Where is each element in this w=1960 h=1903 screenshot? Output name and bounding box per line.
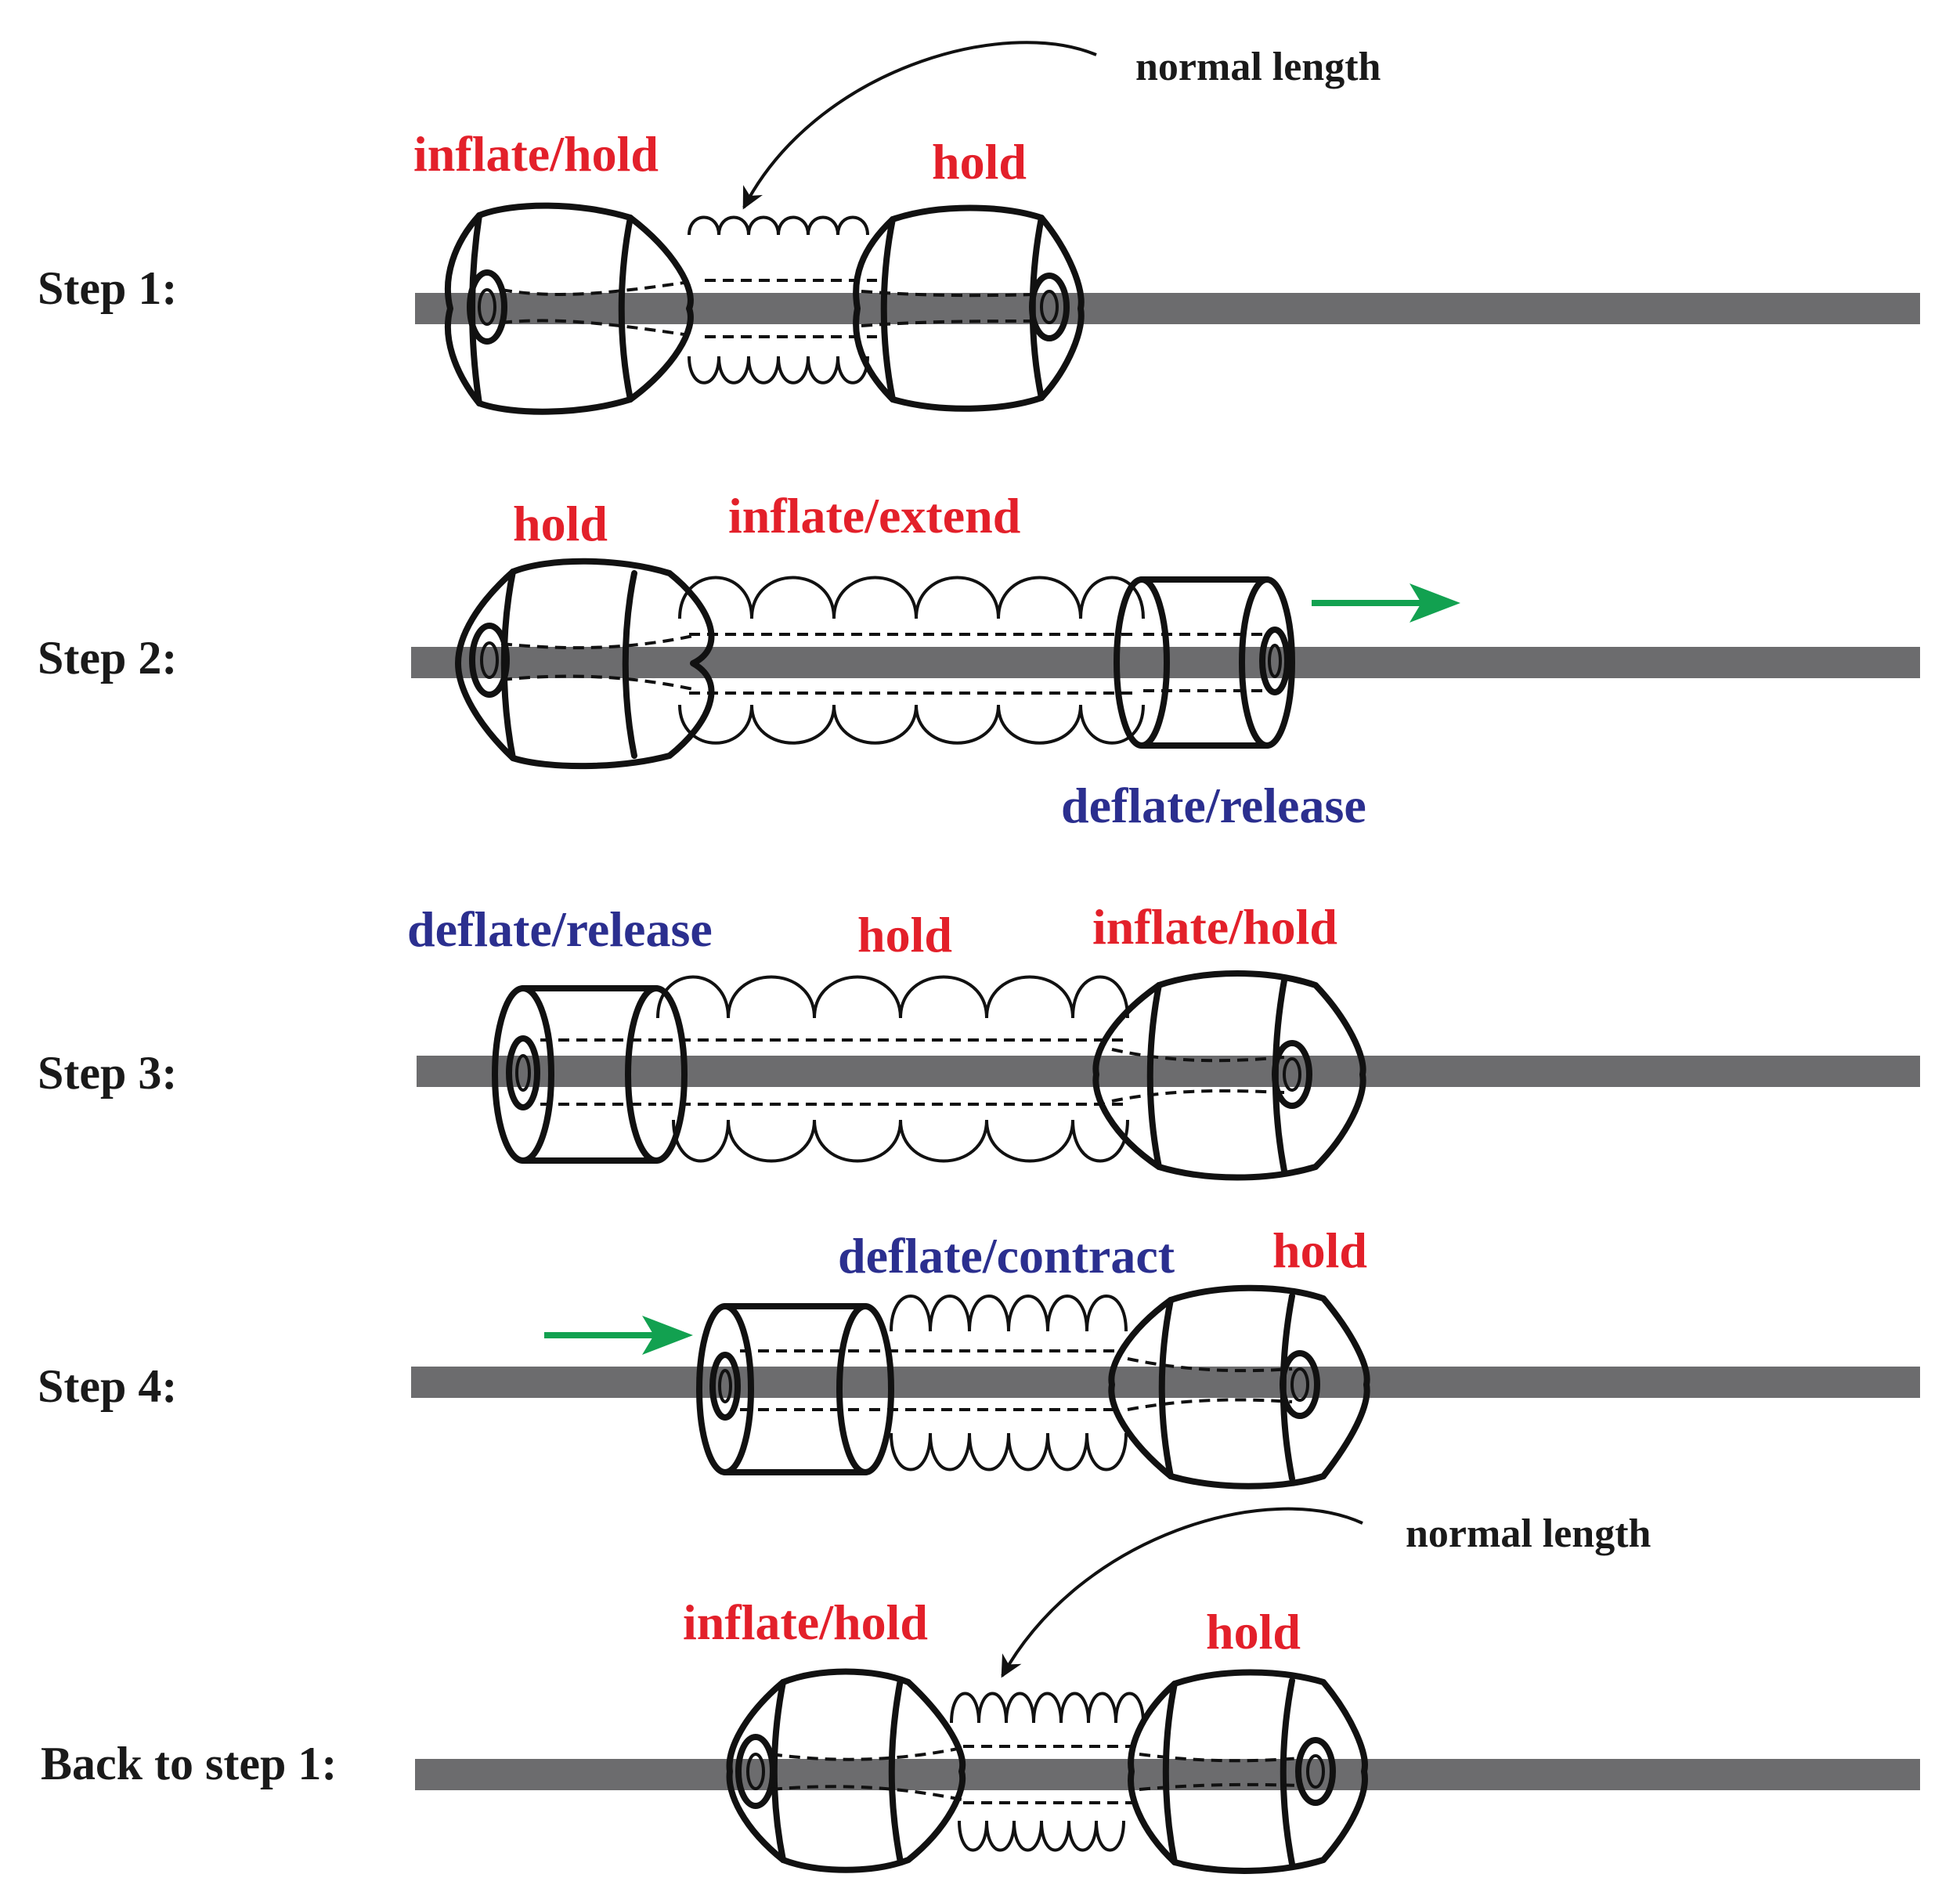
inflated-gripper-left: [455, 558, 715, 770]
step-1-annotation-hold: hold: [932, 134, 1027, 190]
robot-step-4: [696, 1284, 1370, 1490]
step-3-annotation-deflate-release: deflate/release: [407, 901, 713, 957]
step-2-annotation-hold: hold: [513, 496, 608, 551]
step-5-annotation-hold: hold: [1206, 1604, 1301, 1659]
step-1-row: Step 1:: [38, 41, 1920, 415]
step-3-annotation-hold: hold: [857, 907, 952, 962]
step-5-label: Back to step 1:: [41, 1738, 337, 1789]
motion-arrow-icon: [544, 1316, 693, 1355]
step-3-annotation-inflate-hold: inflate/hold: [1092, 899, 1337, 955]
bellows-normal: [950, 1692, 1145, 1852]
step-1-annotation-inflate-hold: inflate/hold: [413, 126, 659, 182]
step-5-annotation-inflate-hold: inflate/hold: [683, 1594, 928, 1650]
step-1-annotation-normal-length: normal length: [1135, 45, 1381, 89]
bellows-extended: [656, 975, 1129, 1163]
step-2-row: Step 2:: [38, 488, 1920, 833]
step-3-row: Step 3:: [38, 899, 1920, 1181]
robot-step-3: [492, 970, 1366, 1181]
step-2-annotation-deflate-release: deflate/release: [1061, 778, 1366, 833]
rod: [415, 293, 1920, 324]
bellows-extended: [678, 576, 1145, 745]
step-2-annotation-inflate-extend: inflate/extend: [728, 488, 1020, 543]
inflated-gripper-right: [1092, 970, 1366, 1181]
step-1-label: Step 1:: [38, 262, 177, 314]
robot-step-2: [455, 558, 1295, 770]
inflated-gripper-right: [1128, 1669, 1368, 1874]
step-2-label: Step 2:: [38, 632, 177, 684]
step-4-label: Step 4:: [38, 1360, 177, 1412]
inflated-gripper-left: [445, 202, 694, 415]
inflated-gripper-right: [1108, 1284, 1370, 1490]
rod: [411, 1367, 1920, 1398]
inflated-gripper-right: [853, 204, 1085, 412]
motion-arrow-icon: [1312, 583, 1460, 623]
robot-back-to-step-1: [726, 1668, 1368, 1874]
bellows-normal: [688, 215, 877, 385]
pointer-arrow-icon: [742, 41, 1097, 210]
deflated-gripper-right: [1114, 576, 1295, 749]
bellows-contracted: [869, 1295, 1128, 1471]
step-4-row: Step 4:: [38, 1222, 1920, 1490]
inflated-gripper-left: [726, 1668, 966, 1873]
step-4-annotation-deflate-contract: deflate/contract: [838, 1228, 1175, 1284]
pointer-arrow-icon: [1001, 1507, 1363, 1678]
robot-step-1: [445, 202, 1085, 415]
deflated-gripper-left: [492, 985, 688, 1164]
step-3-label: Step 3:: [38, 1047, 177, 1099]
deflated-gripper-left: [696, 1303, 894, 1475]
step-4-annotation-hold: hold: [1272, 1222, 1367, 1278]
rod: [417, 1056, 1920, 1087]
step-5-annotation-normal-length: normal length: [1406, 1511, 1651, 1556]
step-5-row: Back to step 1:: [41, 1507, 1920, 1874]
